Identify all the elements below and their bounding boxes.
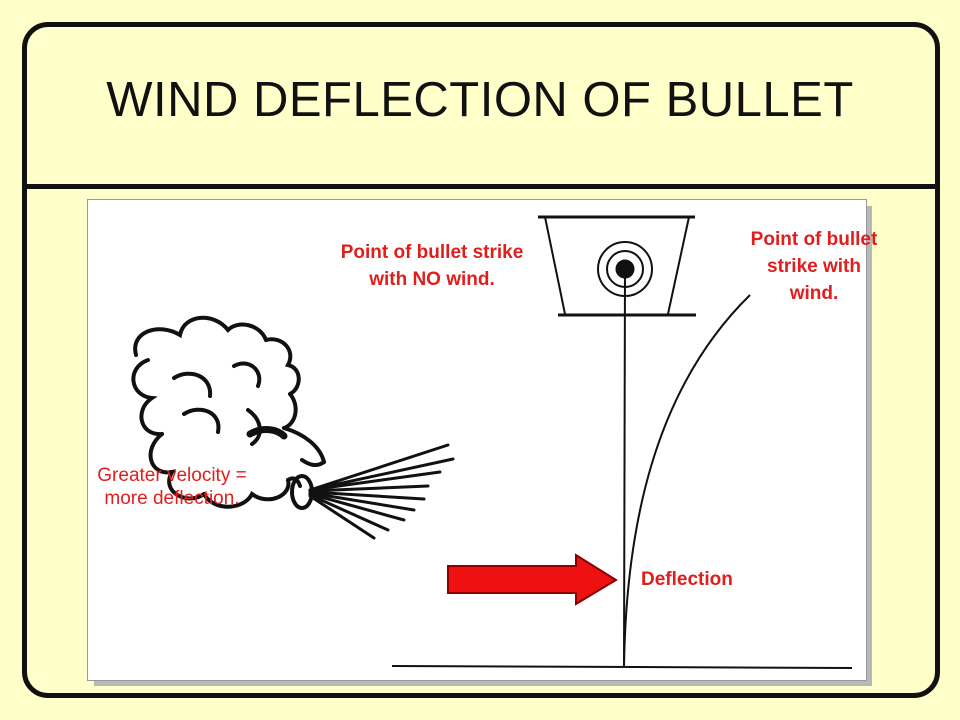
label-with-wind-line2: strike with: [767, 256, 861, 277]
slide-title: WIND DEFLECTION OF BULLET: [106, 73, 854, 127]
label-no-wind-line1: Point of bullet strike: [340, 242, 524, 263]
label-no-wind: Point of bullet strike with NO wind.: [314, 239, 550, 293]
ground-line: [391, 665, 853, 669]
target-icon: [538, 215, 696, 317]
wind-streaks: [308, 443, 455, 540]
wind-face-icon: [131, 315, 326, 510]
label-with-wind-line1: Point of bullet: [750, 229, 878, 250]
title-divider: [22, 184, 940, 189]
slide-frame: [22, 22, 940, 698]
label-velocity-line1: Greater velocity =: [97, 465, 247, 486]
diagram-svg: [131, 215, 853, 669]
deflection-arrow-icon: [447, 553, 618, 606]
wind-trajectory: [623, 294, 751, 668]
label-velocity-line2: more deflection.: [104, 488, 240, 509]
no-wind-trajectory: [623, 268, 626, 668]
label-with-wind: Point of bullet strike with wind.: [730, 226, 898, 307]
label-no-wind-line2: with NO wind.: [369, 269, 495, 290]
label-velocity: Greater velocity = more deflection.: [56, 464, 288, 510]
diagram-panel: [87, 199, 867, 681]
label-with-wind-line3: wind.: [789, 283, 839, 304]
label-deflection: Deflection: [641, 569, 733, 590]
